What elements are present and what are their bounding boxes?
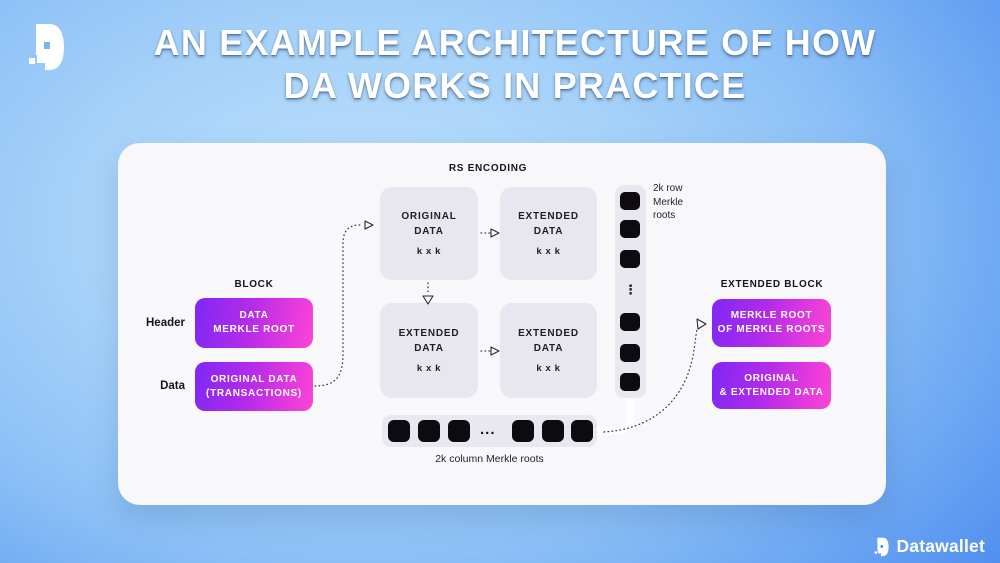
datawallet-logo-icon [29,24,64,70]
merkle-root-square [620,220,640,238]
original-data-tile: ORIGINAL DATA k x k [380,187,478,280]
extended-data-tile-label: EXTENDED DATA [518,328,579,354]
column-roots-note: 2k column Merkle roots [435,453,544,465]
merkle-root-square [448,420,470,442]
merkle-root-square [388,420,410,442]
footer-brand-name: Datawallet [896,536,985,556]
merkle-root-square [512,420,534,442]
vertical-ellipsis: ⋮ [624,282,637,297]
arrowhead-right-icon [696,318,707,330]
merkle-root-square [620,373,640,391]
arrowhead-right-icon [364,220,374,230]
merkle-root-square [620,344,640,362]
arrowhead-down-icon [422,295,434,305]
footer-brand: Datawallet [872,536,985,557]
merkle-root-square [620,313,640,331]
merkle-root-square [542,420,564,442]
diagram-card: RS ENCODING BLOCK EXTENDED BLOCK Header … [118,143,886,505]
flow-arrows [314,220,707,433]
arrowhead-right-icon [490,228,500,238]
extended-data-tile-top: EXTENDED DATA k x k [500,187,597,280]
horizontal-ellipsis: ... [480,421,496,438]
arrowhead-right-icon [490,346,500,356]
page-title-line2: DA WORKS IN PRACTICE [283,65,747,106]
extended-data-tile-bottom-right: EXTENDED DATA k x k [500,303,597,398]
data-merkle-root-box: DATA MERKLE ROOT [195,298,313,348]
merkle-root-square [620,250,640,268]
rs-encoding-label: RS ENCODING [448,163,528,174]
original-data-transactions-box: ORIGINAL DATA (TRANSACTIONS) [195,362,313,411]
strip-connector-line [579,382,635,436]
extended-data-tile-label: EXTENDED DATA [518,211,579,237]
merkle-root-of-merkle-roots-box: MERKLE ROOT OF MERKLE ROOTS [712,299,831,347]
extended-data-tile-label: EXTENDED DATA [398,328,460,354]
block-label: BLOCK [234,279,274,290]
merkle-root-square [418,420,440,442]
data-row-label: Data [160,380,185,392]
arrow-transactions-to-original [314,224,364,387]
extended-data-tile-dim: k x k [536,246,561,257]
page-title: AN EXAMPLE ARCHITECTURE OF HOW DA WORKS … [65,21,965,107]
original-data-tile-label: ORIGINAL DATA [401,211,457,237]
header-row-label: Header [146,317,185,329]
merkle-root-square [620,192,640,210]
original-data-tile-dim: k x k [416,246,442,257]
extended-data-tile-dim: k x k [416,363,442,374]
extended-data-tile-dim: k x k [536,363,561,374]
extended-data-tile-bottom-left: EXTENDED DATA k x k [380,303,478,398]
arrow-roots-to-extended-block [603,328,698,433]
extended-block-label: EXTENDED BLOCK [720,279,824,290]
row-roots-note: 2k row Merkle roots [653,183,684,221]
page-title-line1: AN EXAMPLE ARCHITECTURE OF HOW [153,22,877,63]
merkle-root-square [571,420,593,442]
datawallet-logo-icon [875,537,890,556]
original-and-extended-data-box: ORIGINAL & EXTENDED DATA [712,362,831,409]
